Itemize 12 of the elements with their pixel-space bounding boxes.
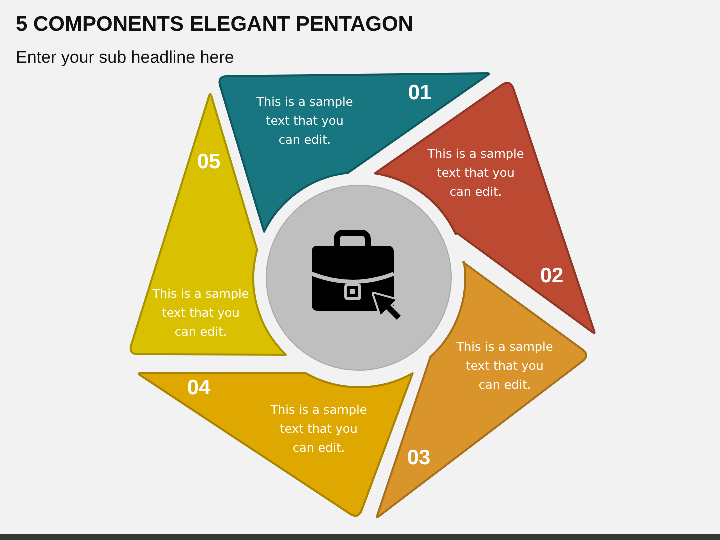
description-text: This is a sample text that you can edit. <box>456 339 554 394</box>
subtitle: Enter your sub headline here <box>16 48 234 68</box>
description-text: This is a sample text that you can edit. <box>152 286 250 341</box>
step-number: 02 <box>540 264 564 288</box>
step-number: 03 <box>407 446 431 470</box>
step-number: 05 <box>197 150 221 174</box>
step-number: 04 <box>187 376 211 400</box>
step-number: 01 <box>408 81 432 105</box>
description-text: This is a sample text that you can edit. <box>256 94 354 149</box>
description-text: This is a sample text that you can edit. <box>270 402 368 457</box>
title: 5 COMPONENTS ELEGANT PENTAGON <box>16 13 414 38</box>
description-text: This is a sample text that you can edit. <box>426 146 526 201</box>
